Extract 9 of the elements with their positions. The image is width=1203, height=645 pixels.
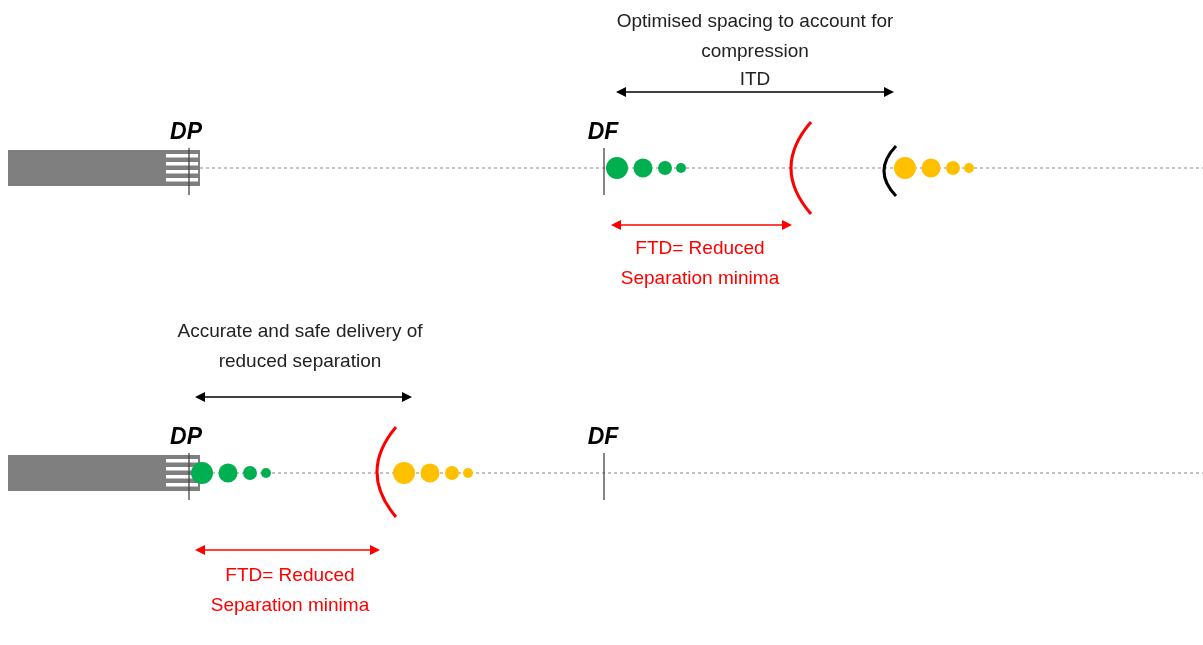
fix-label: DP [169,117,203,146]
dimension-note: Optimised spacing to account for compression [615,9,895,63]
fix-label: DP [169,422,203,451]
dimension-note: Accurate and safe delivery of reduced separation [176,319,424,373]
fix-label: DF [586,117,620,146]
dimension-note: ITD [738,67,772,91]
separation-note: FTD= Reduced Separation minima [209,563,371,617]
fix-label: DF [586,422,620,451]
separation-note: FTD= Reduced Separation minima [619,236,781,290]
